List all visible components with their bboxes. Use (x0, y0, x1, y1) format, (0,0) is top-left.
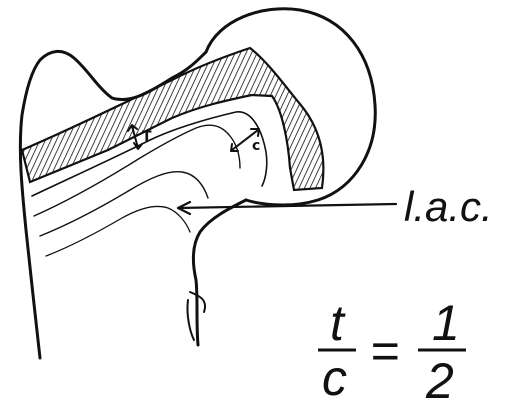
trabecular-line (39, 171, 209, 237)
label-lac: l.a.c. (404, 183, 493, 230)
label-c: c (252, 138, 260, 154)
label-t: T (142, 129, 152, 145)
femoral-head-outline (204, 7, 377, 207)
eq-c: c (322, 350, 347, 405)
c-measure-arrow (230, 128, 260, 152)
cortical-band-hatched (20, 46, 325, 192)
t-measure-arrow (127, 124, 143, 150)
lac-pointer-arrow (176, 200, 398, 216)
lesser-trochanter-mark (186, 291, 206, 341)
trabecular-line (31, 111, 268, 197)
trabecular-line (33, 124, 241, 217)
eq-equals: = (370, 323, 399, 379)
eq-1: 1 (432, 295, 460, 351)
eq-t: t (330, 295, 346, 351)
trabecular-line (45, 205, 191, 257)
neck-medial-outline (191, 198, 248, 347)
eq-2: 2 (425, 353, 454, 405)
